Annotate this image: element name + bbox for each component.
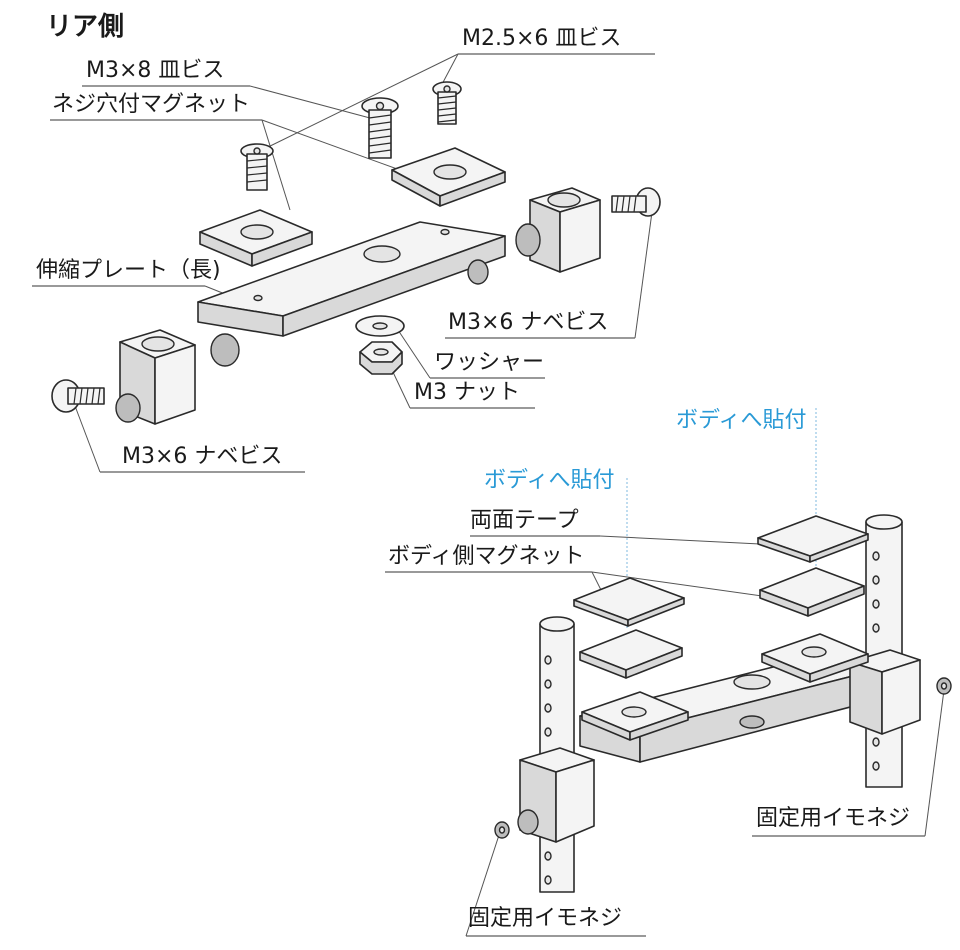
m3-nut <box>359 341 403 375</box>
label-washer: ワッシャー <box>434 350 545 375</box>
m25-screw-left <box>240 143 274 191</box>
label-m3-nut: M3 ナット <box>414 380 520 405</box>
label-m25-screw: M2.5×6 皿ビス <box>462 26 622 51</box>
label-attach-body-1: ボディへ貼付 <box>676 408 807 433</box>
label-magnet-with-hole: ネジ穴付マグネット <box>52 92 251 117</box>
clamp-block-left <box>115 329 196 425</box>
m3x6-pan-screw-right <box>611 187 661 217</box>
title: リア側 <box>46 12 125 42</box>
label-double-tape: 両面テープ <box>470 508 579 533</box>
label-set-screw-right: 固定用イモネジ <box>756 806 911 831</box>
magnet-on-plate-left <box>581 691 689 741</box>
label-extension-plate: 伸縮プレート（長) <box>36 258 221 283</box>
magnet-lower <box>199 209 313 267</box>
set-screw-right <box>936 677 952 695</box>
label-m3x6-pan-right: M3×6 ナベビス <box>448 310 609 335</box>
label-attach-body-2: ボディへ貼付 <box>484 468 615 493</box>
clamp-block-left-assembled <box>517 747 595 843</box>
m25-screw <box>432 81 462 125</box>
set-screw-bottom <box>494 821 510 839</box>
clamp-block-right <box>515 187 601 273</box>
body-magnet-right <box>759 567 865 617</box>
label-m3x6-pan-left: M3×6 ナベビス <box>122 444 283 469</box>
washer <box>355 315 405 337</box>
body-magnet-left <box>579 629 683 679</box>
leader-lines <box>32 53 945 937</box>
label-set-screw-bottom: 固定用イモネジ <box>468 906 623 931</box>
double-tape-left <box>573 577 685 627</box>
double-tape-right <box>757 515 869 563</box>
label-m3x8-screw: M3×8 皿ビス <box>86 58 225 83</box>
clamp-block-right-assembled <box>849 649 921 735</box>
label-body-magnet: ボディ側マグネット <box>388 544 585 569</box>
m3x8-screw <box>361 97 399 159</box>
extension-plate <box>197 221 506 367</box>
magnet-on-plate-right <box>761 633 869 683</box>
magnet-upper <box>391 147 506 207</box>
m3x6-pan-screw-left <box>51 379 105 413</box>
